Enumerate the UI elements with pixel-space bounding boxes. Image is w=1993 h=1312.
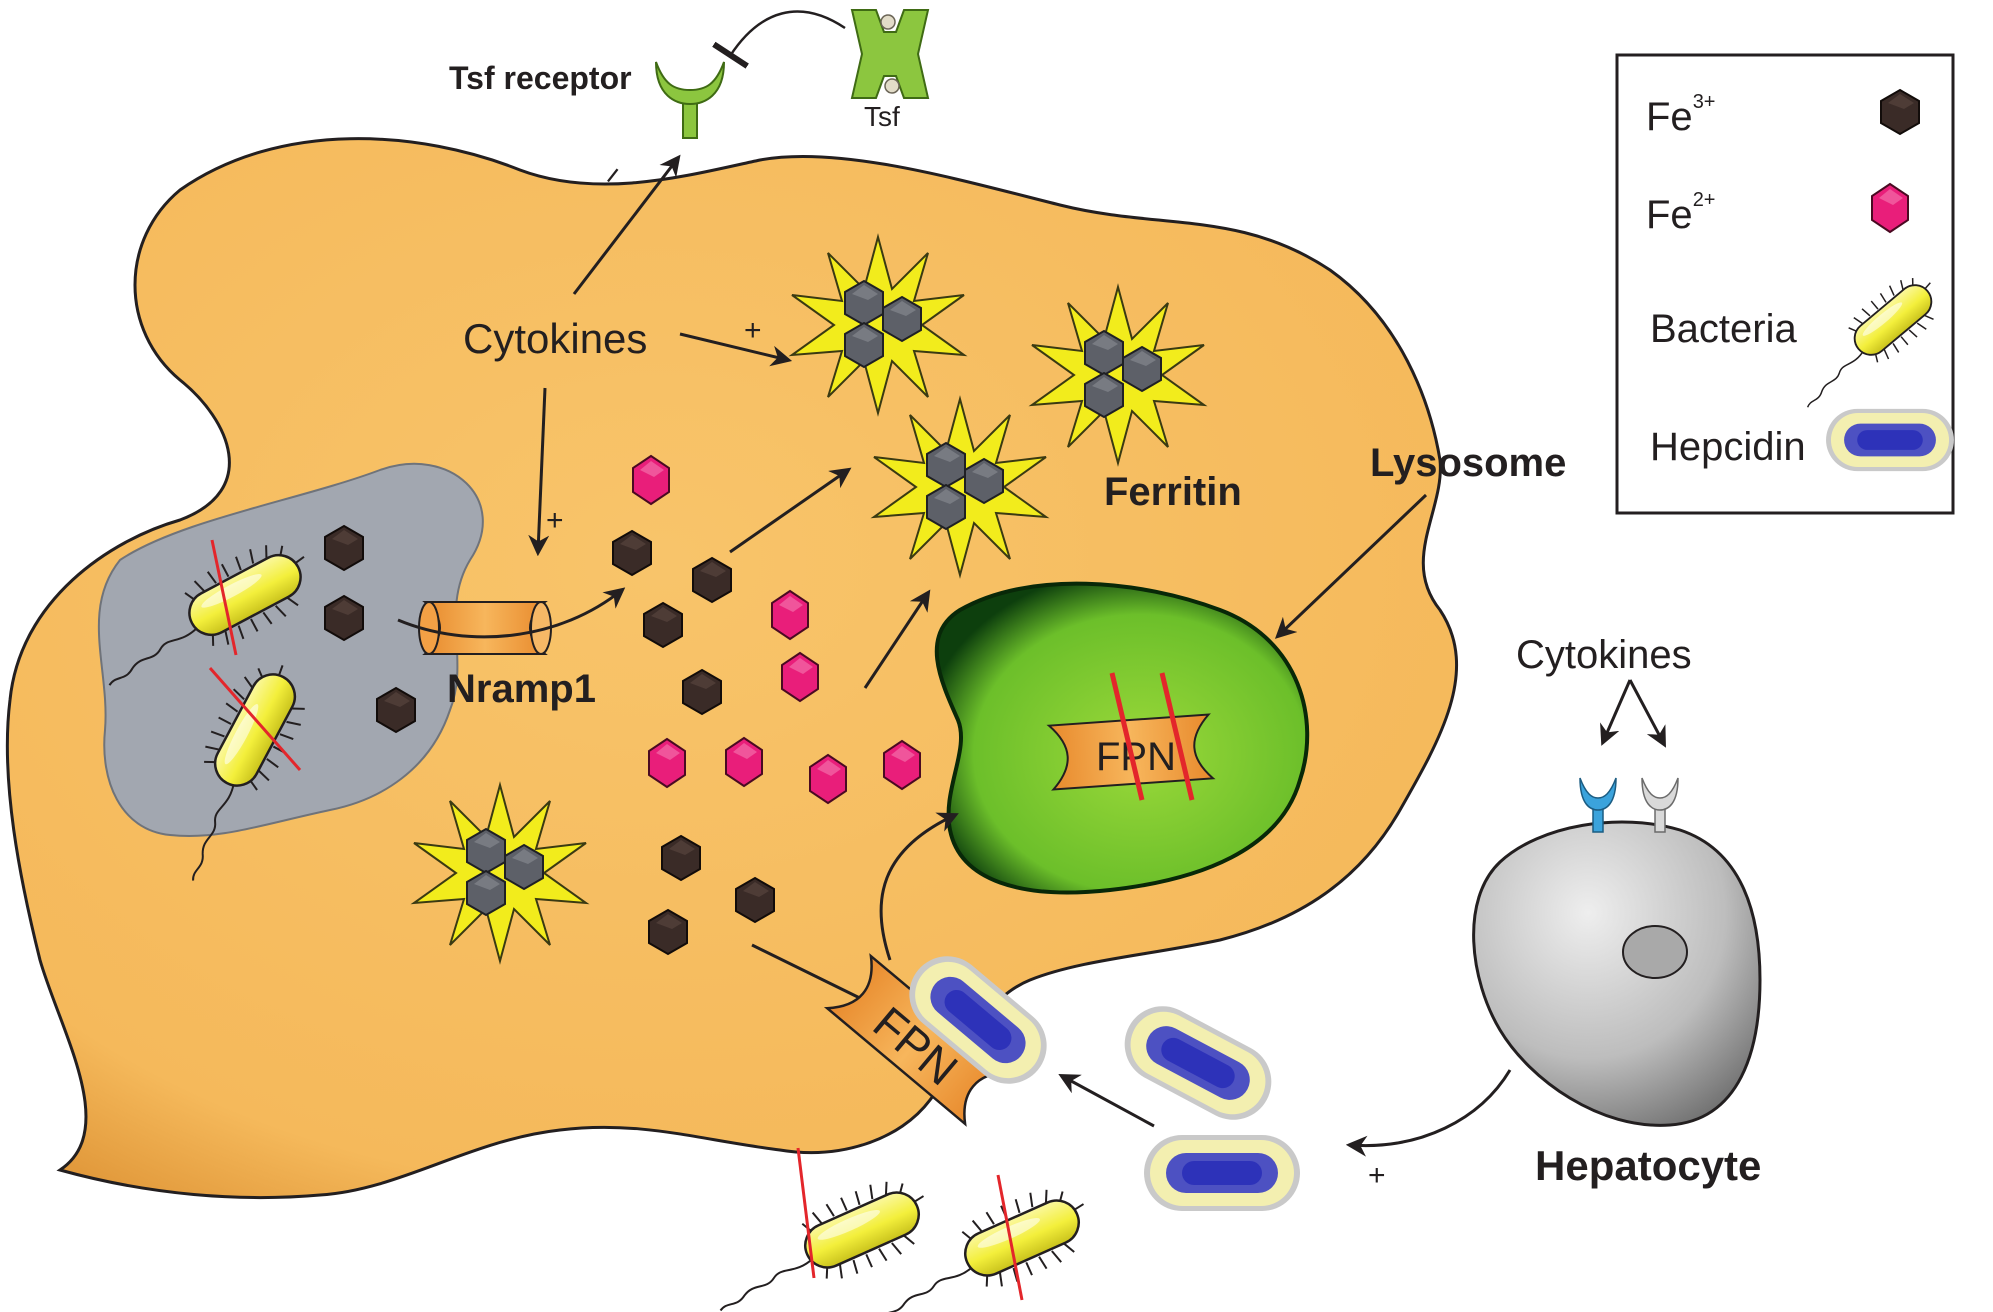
tsf-inhibits-receptor	[712, 10, 846, 69]
inhibition-slash	[1159, 672, 1195, 801]
hepcidin-icon	[1826, 408, 1954, 472]
ferritin-label: Ferritin	[1104, 470, 1242, 514]
legend-fe2-label: Fe2+	[1646, 189, 1716, 237]
tsf-receptor-label: Tsf receptor	[449, 60, 632, 96]
external-bacterium	[697, 1165, 943, 1312]
cytokines-to-tsf-receptor-arrow	[572, 154, 681, 295]
fe2-icon	[648, 738, 686, 788]
fe-inhibits-fpn	[751, 943, 885, 1027]
hepcidin-icon	[1111, 992, 1285, 1134]
fe3-icon	[324, 595, 364, 641]
legend-bacteria-label: Bacteria	[1650, 307, 1797, 351]
fe3-icon	[648, 909, 688, 955]
plus-sign: +	[1368, 1159, 1386, 1192]
phagosome	[97, 462, 484, 837]
fe2-icon	[883, 740, 921, 790]
fe3-icon	[324, 525, 364, 571]
fpn-to-lysosome-arrow	[879, 812, 959, 961]
fe3-icon	[735, 877, 775, 923]
cytokines-to-ferritin-arrow	[679, 332, 793, 367]
plus-sign: +	[744, 314, 762, 347]
hepatocyte-label: Hepatocyte	[1535, 1142, 1761, 1189]
hepatocyte-cytokines-label: Cytokines	[1516, 633, 1692, 677]
fe2-icon	[725, 737, 763, 787]
inhibition-slash	[1109, 672, 1145, 801]
legend-fe3-label: Fe3+	[1646, 91, 1716, 139]
nramp1-icon	[418, 601, 552, 655]
hepatocyte-to-hepcidin-arrow	[1345, 1069, 1512, 1157]
fe2-icon	[632, 455, 670, 505]
cytokines-to-nramp1-arrow	[528, 387, 550, 557]
fe3-icon	[643, 602, 683, 648]
fe3-icon	[612, 530, 652, 576]
inhibition-slash	[996, 1174, 1024, 1301]
tsf-icon	[850, 9, 930, 99]
fe3-icon	[661, 835, 701, 881]
lysosome-pointer-arrow	[1274, 493, 1428, 639]
plus-sign: +	[546, 504, 564, 537]
fe3-icon	[692, 557, 732, 603]
nramp1-transport-arrow	[397, 587, 626, 639]
fe-to-ferritin-arrow	[863, 589, 931, 689]
nramp1-label: Nramp1	[447, 667, 596, 711]
hepcidin-to-fpn-arrow	[1058, 1073, 1155, 1128]
fe2-icon	[771, 590, 809, 640]
inhibition-slash	[796, 1147, 816, 1279]
inhibition-slash	[208, 667, 302, 771]
fe2-icon	[809, 754, 847, 804]
hepatocyte-icon	[1472, 777, 1762, 1127]
tsf-receptor-icon	[655, 61, 725, 139]
legend: Fe3+ Fe2+ Bacteria Hepcidin	[1615, 53, 1955, 515]
fe3-icon	[1880, 89, 1920, 135]
lysosome-label: Lysosome	[1370, 441, 1566, 485]
fe-to-ferritin-arrow	[729, 467, 852, 554]
legend-hepcidin-label: Hepcidin	[1650, 425, 1806, 469]
cytokines-label: Cytokines	[463, 315, 647, 362]
fe3-icon	[376, 687, 416, 733]
hepcidin-icon	[1144, 1135, 1300, 1211]
fe2-icon	[1871, 183, 1909, 233]
hepatocyte-cytokine-arrow	[1628, 679, 1666, 748]
fe2-icon	[781, 652, 819, 702]
fe3-icon	[682, 669, 722, 715]
inhibition-slash	[210, 539, 238, 656]
tsf-label: Tsf	[864, 101, 900, 132]
hepatocyte-cytokine-arrow	[1600, 679, 1632, 746]
